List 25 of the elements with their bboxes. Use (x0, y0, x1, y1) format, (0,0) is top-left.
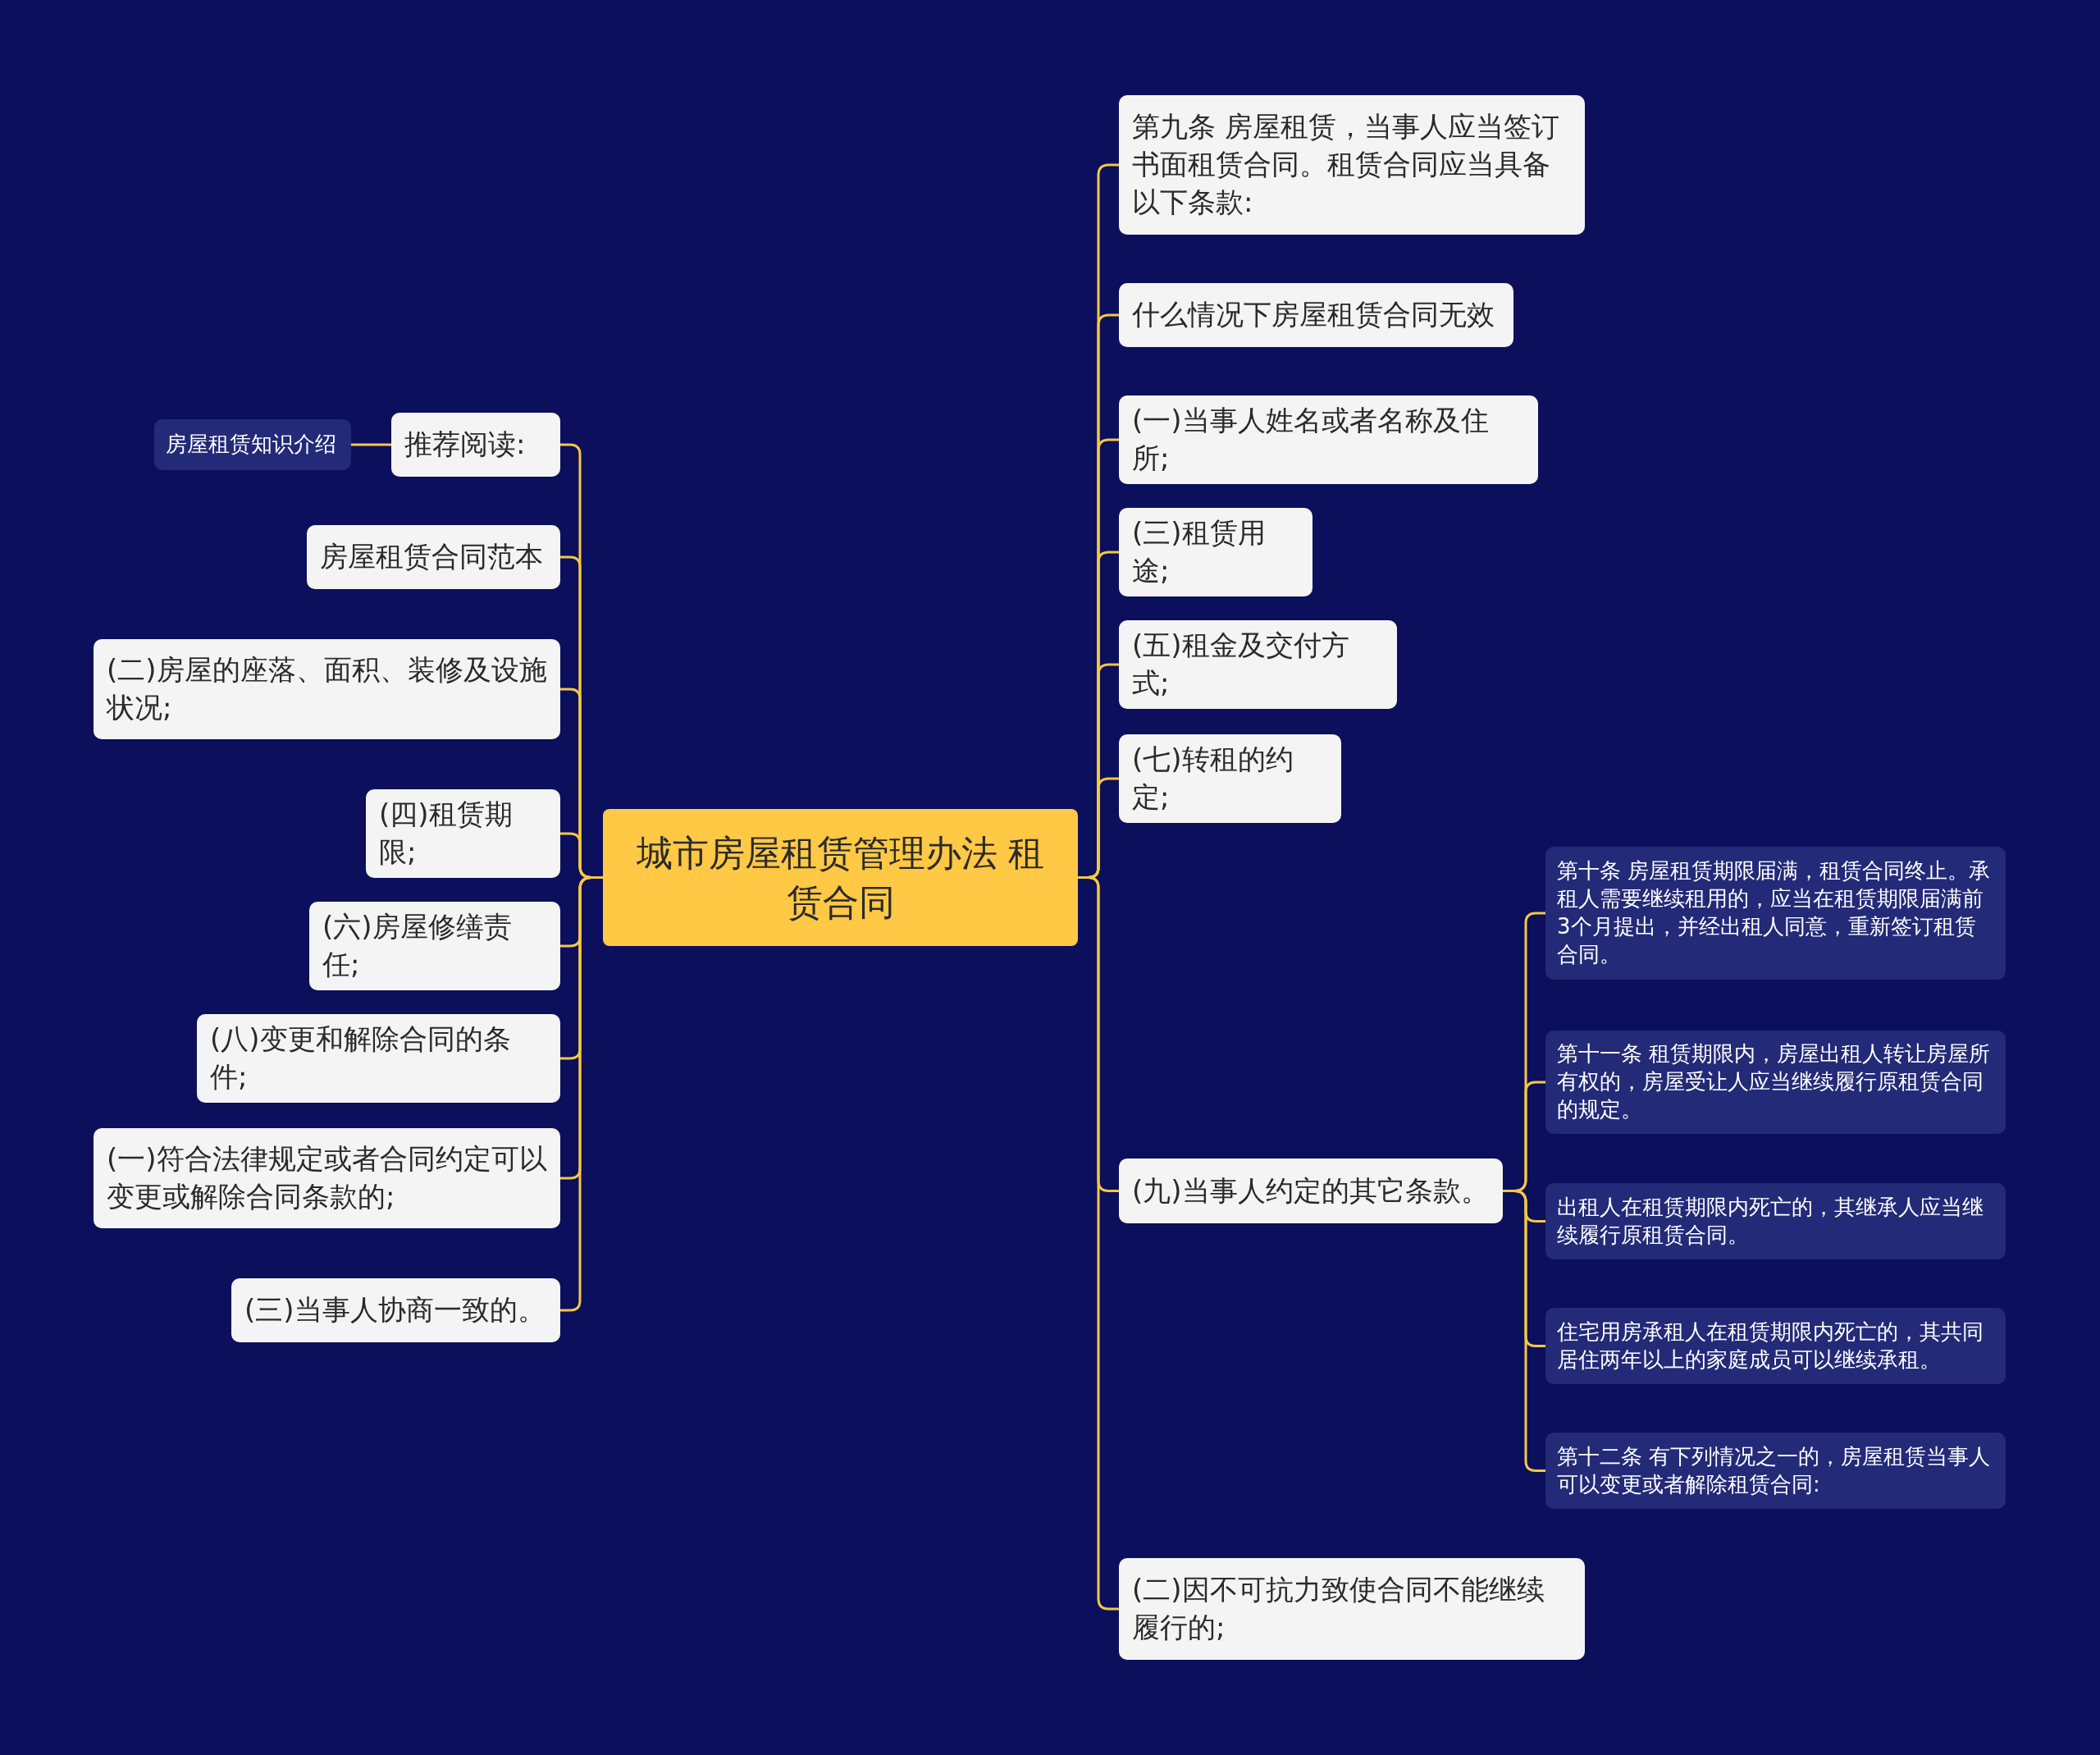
subtopic-box: 第十二条 有下列情况之一的，房屋租赁当事人可以变更或者解除租赁合同: (1545, 1433, 2006, 1509)
topic-box: (六)房屋修缮责任; (309, 902, 560, 990)
connector-line (351, 443, 391, 446)
topic-box: (八)变更和解除合同的条件; (197, 1014, 560, 1103)
subtopic-box: 第十条 房屋租赁期限届满，租赁合同终止。承租人需要继续租用的，应当在租赁期限届满前3个月提出，并经出租人同意，重新签订租赁合同。 (1545, 847, 2006, 980)
topic-box: (七)转租的约定; (1119, 734, 1341, 823)
topic-box: (三)租赁用途; (1119, 508, 1312, 596)
topic-box: (四)租赁期限; (366, 789, 560, 878)
subtopic-box: 住宅用房承租人在租赁期限内死亡的，其共同居住两年以上的家庭成员可以继续承租。 (1545, 1308, 2006, 1384)
topic-box: 房屋租赁合同范本 (307, 525, 560, 589)
topic-box: 什么情况下房屋租赁合同无效 (1119, 283, 1513, 347)
topic-box: (二)因不可抗力致使合同不能继续履行的; (1119, 1558, 1585, 1660)
central-topic-box: 城市房屋租赁管理办法 租赁合同 (603, 809, 1078, 946)
topic-box: (三)当事人协商一致的。 (231, 1278, 560, 1342)
subtopic-box: 第十一条 租赁期限内，房屋出租人转让房屋所有权的，房屋受让人应当继续履行原租赁合同的规定。 (1545, 1031, 2006, 1134)
topic-box: (九)当事人约定的其它条款。 (1119, 1159, 1503, 1223)
subtopic-box: 房屋租赁知识介绍 (154, 419, 351, 470)
connector-line (1503, 1190, 1545, 1472)
subtopic-box: 出租人在租赁期限内死亡的，其继承人应当继续履行原租赁合同。 (1545, 1183, 2006, 1259)
topic-box: (一)符合法律规定或者合同约定可以变更或解除合同条款的; (94, 1128, 560, 1228)
topic-box: 第九条 房屋租赁，当事人应当签订书面租赁合同。租赁合同应当具备以下条款: (1119, 95, 1585, 235)
topic-box: (一)当事人姓名或者名称及住所; (1119, 395, 1538, 484)
topic-box: (五)租金及交付方式; (1119, 620, 1397, 709)
topic-box: (二)房屋的座落、面积、装修及设施状况; (94, 639, 560, 739)
topic-box: 推荐阅读: (391, 413, 560, 477)
